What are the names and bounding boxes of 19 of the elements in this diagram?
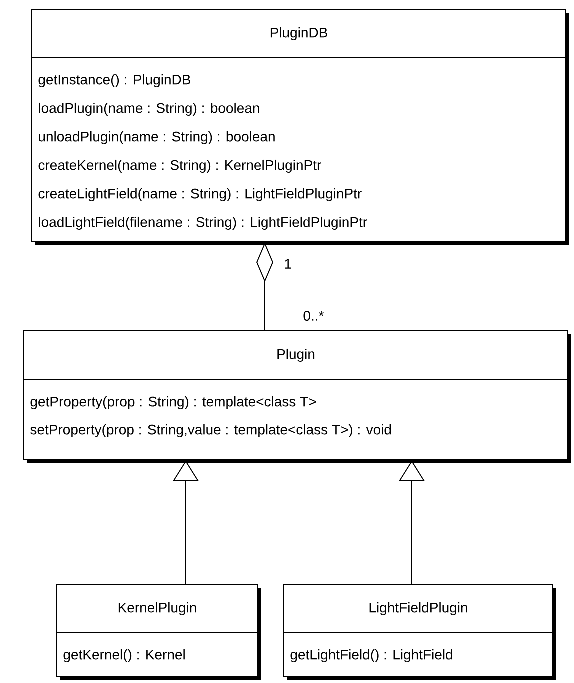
multiplicity-label: 1: [285, 259, 292, 269]
method-signature: setProperty(prop : String,value : template<class T>) : void: [30, 424, 392, 438]
class-name: LightFieldPlugin: [370, 602, 468, 616]
method-signature: createKernel(name : String) : KernelPluginPtr: [38, 160, 322, 174]
method-signature: getProperty(prop : String) : template<class T>: [30, 396, 316, 410]
method-signature: getLightField() : LightField: [290, 649, 452, 663]
method-signature: loadLightField(filename : String) : LightFieldPluginPtr: [39, 216, 368, 230]
class-name: KernelPlugin: [118, 602, 196, 616]
method-signature: unloadPlugin(name : String) : boolean: [39, 131, 275, 145]
class-box: [32, 10, 569, 245]
method-signature: getKernel() : Kernel: [64, 649, 185, 663]
method-signature: loadPlugin(name : String) : boolean: [39, 102, 260, 116]
method-signature: getInstance() : PluginDB: [38, 74, 190, 88]
class-name: PluginDB: [270, 27, 328, 41]
class-box: [56, 584, 261, 680]
class-name: Plugin: [278, 348, 315, 362]
class-box: [284, 584, 556, 680]
class-box: [24, 330, 571, 463]
method-signature: createLightField(name : String) : LightFieldPluginPtr: [38, 188, 362, 202]
